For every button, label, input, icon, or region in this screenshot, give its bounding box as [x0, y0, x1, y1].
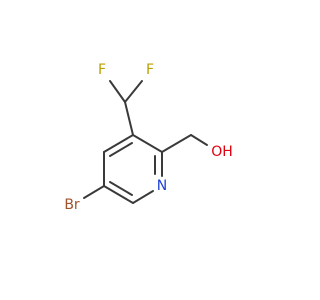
bond-ring-ch2 — [161, 134, 192, 153]
fluorine-atom-right: F — [146, 62, 154, 78]
molecule-structure: F F OH N Br — [64, 62, 232, 213]
bond-ring-c3-c2 — [132, 134, 163, 153]
hydroxyl-label: OH — [211, 144, 233, 160]
bond-ring-c4-c3-outer — [103, 134, 134, 153]
bond-ch2-o — [190, 134, 208, 146]
bond-ring-br — [83, 185, 105, 199]
bond-c-f-right — [124, 80, 143, 103]
bond-ring-c6-c5-inner — [109, 181, 133, 196]
bond-c-f-left — [109, 80, 126, 103]
bond-ring-c4-c3-inner — [109, 142, 133, 157]
atom-labels: F F OH N Br — [64, 62, 232, 213]
bond-chf2-ring — [124, 101, 134, 136]
bonds — [83, 80, 208, 204]
bromine-atom: Br — [64, 197, 80, 213]
nitrogen-atom: N — [157, 178, 167, 194]
fluorine-atom-left: F — [98, 62, 106, 78]
bond-ring-n-c6 — [132, 190, 154, 204]
bond-ring-c6-c5-outer — [103, 185, 134, 204]
